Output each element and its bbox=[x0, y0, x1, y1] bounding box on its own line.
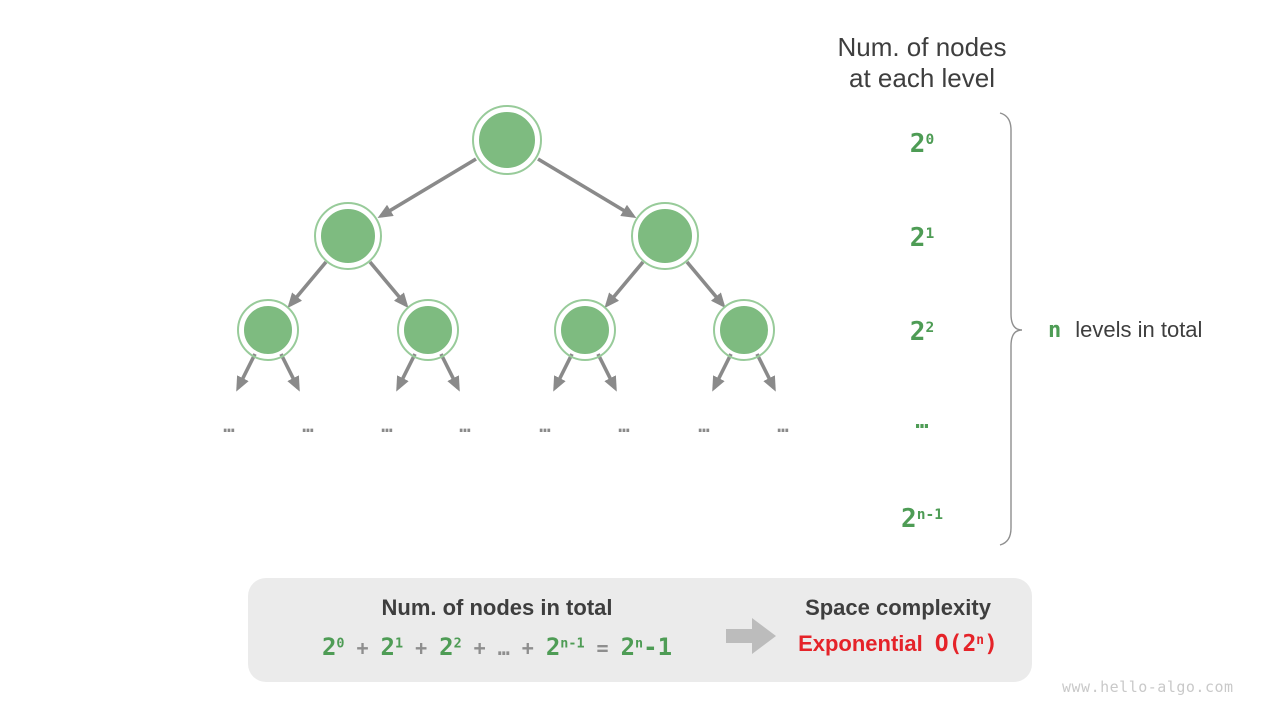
formula-token: 21 bbox=[380, 633, 404, 661]
subtree-ellipsis: … bbox=[618, 415, 632, 437]
levels-in-total-text: levels in total bbox=[1075, 317, 1203, 342]
formula-token: = bbox=[596, 636, 609, 660]
tree-node-root bbox=[472, 105, 542, 175]
formula-token: 22 bbox=[439, 633, 462, 661]
formula-token: + bbox=[415, 636, 428, 660]
subtree-ellipsis: … bbox=[539, 415, 553, 437]
subtree-ellipsis: … bbox=[381, 415, 395, 437]
big-o-notation: O(2n) bbox=[934, 631, 998, 657]
n-symbol: n bbox=[1048, 318, 1062, 343]
total-nodes-formula: 20 + 21 + 22 + … + 2n-1 = 2n-1 bbox=[248, 633, 746, 661]
tree-edge-dangling bbox=[279, 353, 300, 392]
subtree-ellipsis: … bbox=[223, 415, 237, 437]
formula-token: + bbox=[521, 636, 534, 660]
subtree-ellipsis: … bbox=[777, 415, 791, 437]
complexity-word: Exponential bbox=[798, 631, 923, 656]
level-count-label-last: 2n-1 bbox=[901, 504, 943, 534]
subtree-ellipsis: … bbox=[459, 415, 473, 437]
tree-edge bbox=[685, 260, 726, 309]
tree-edge bbox=[287, 260, 328, 309]
tree-edge-dangling bbox=[712, 353, 733, 392]
tree-edge-dangling bbox=[553, 353, 574, 392]
levels-in-total-label: n levels in total bbox=[1048, 314, 1202, 346]
binary-tree bbox=[236, 105, 776, 392]
header-line2: at each level bbox=[849, 63, 995, 93]
formula-token: + bbox=[473, 636, 486, 660]
tree-edge bbox=[604, 260, 645, 309]
header-line1: Num. of nodes bbox=[837, 32, 1007, 62]
tree-node-level2 bbox=[237, 299, 775, 361]
level-count-label-0: 20 bbox=[909, 129, 935, 159]
levels-brace bbox=[999, 112, 1023, 546]
tree-edge-dangling bbox=[396, 353, 417, 392]
formula-token: 2n-1 bbox=[545, 633, 585, 661]
tree-edge bbox=[537, 157, 637, 219]
level-count-label-2: 22 bbox=[909, 317, 935, 347]
space-complexity-title: Space complexity bbox=[805, 595, 991, 620]
formula-token: … bbox=[497, 636, 510, 660]
tree-edges bbox=[236, 157, 776, 392]
subtree-ellipsis: … bbox=[698, 415, 712, 437]
tree-edge bbox=[377, 157, 477, 219]
formula-token: 20 bbox=[321, 633, 345, 661]
tree-edge-dangling bbox=[439, 353, 460, 392]
implies-arrow-icon bbox=[726, 618, 776, 654]
subtree-ellipsis: … bbox=[302, 415, 316, 437]
formula-token: + bbox=[356, 636, 369, 660]
tree-edge bbox=[368, 260, 409, 309]
watermark: www.hello-algo.com bbox=[1062, 678, 1234, 696]
tree-edge-dangling bbox=[596, 353, 617, 392]
complexity-value: Exponential O(2n) bbox=[772, 631, 1024, 657]
tree-edge-dangling bbox=[236, 353, 257, 392]
tree-node-level1 bbox=[314, 202, 699, 270]
total-nodes-title: Num. of nodes in total bbox=[381, 595, 613, 620]
summary-box: Num. of nodes in total 20 + 21 + 22 + … … bbox=[248, 578, 1032, 682]
formula-result: 2n-1 bbox=[620, 633, 673, 661]
level-count-label-1: 21 bbox=[909, 223, 935, 253]
column-header: Num. of nodes at each level bbox=[797, 32, 1047, 94]
level-count-label-ellipsis: … bbox=[915, 409, 929, 434]
tree-edge-dangling bbox=[755, 353, 776, 392]
